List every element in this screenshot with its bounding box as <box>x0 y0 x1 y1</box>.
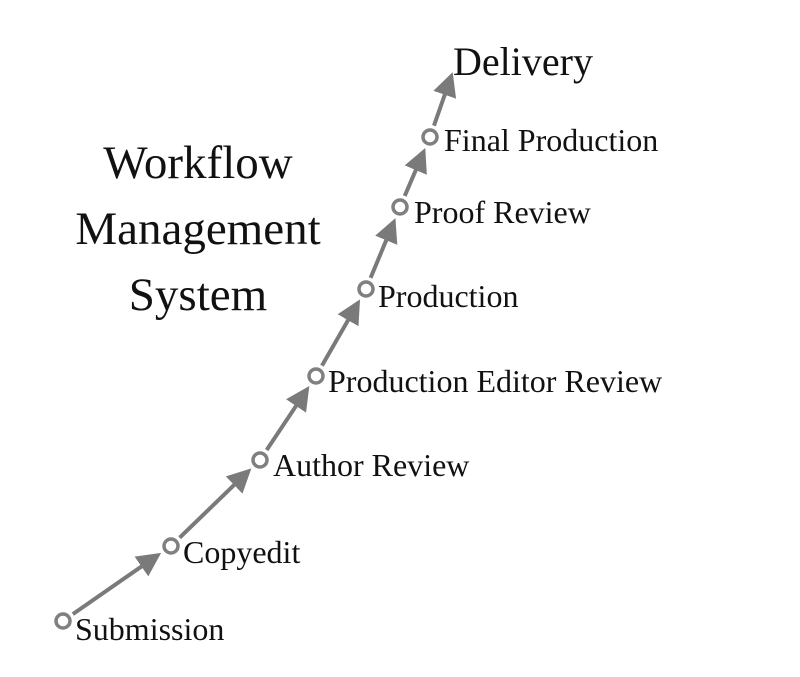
step-label-author-review: Author Review <box>273 447 470 483</box>
title-line-2: Management <box>75 203 321 255</box>
flow-arrow <box>320 299 361 367</box>
diagram-title: Workflow Management System <box>20 130 376 328</box>
step-node-circle-icon <box>54 612 72 630</box>
step-label-submission: Submission <box>75 611 225 647</box>
flow-arrow <box>402 148 427 197</box>
flow-arrow <box>368 218 398 279</box>
step-label-production: Production <box>378 278 519 314</box>
step-label-production-editor-review: Production Editor Review <box>328 363 663 399</box>
step-node-circle-icon <box>307 367 325 385</box>
title-line-3: System <box>128 269 268 321</box>
flow-arrow <box>264 385 310 452</box>
title-line-1: Workflow <box>103 137 293 189</box>
flow-arrow <box>71 552 162 616</box>
flow-arrow <box>432 72 457 127</box>
flow-arrow <box>178 468 252 540</box>
step-node-circle-icon <box>357 280 375 298</box>
step-label-proof-review: Proof Review <box>414 194 591 230</box>
step-label-copyedit: Copyedit <box>183 534 301 570</box>
step-node-circle-icon <box>421 128 439 146</box>
delivery-label: Delivery <box>453 39 593 84</box>
step-node-circle-icon <box>251 451 269 469</box>
step-label-final-production: Final Production <box>444 122 659 158</box>
step-node-circle-icon <box>162 537 180 555</box>
step-node-circle-icon <box>391 198 409 216</box>
